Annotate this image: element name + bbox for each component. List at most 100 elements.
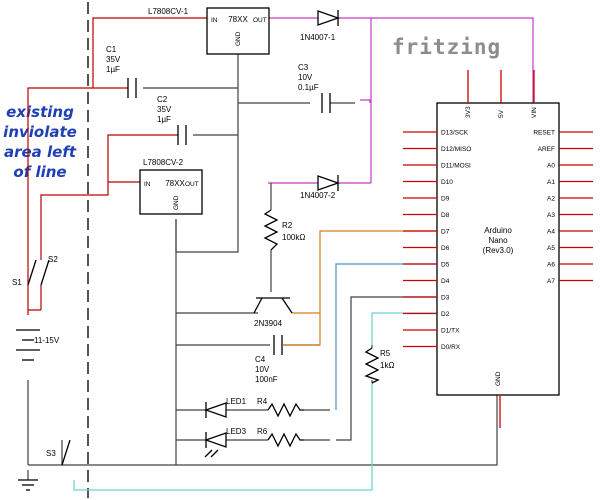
ground-symbol <box>18 479 38 491</box>
regulator-1-label: L7808CV-1 <box>148 7 189 16</box>
regulator-2-in-pin: IN <box>144 181 151 188</box>
battery: 11-15V <box>16 329 60 361</box>
switch-s1: S1 <box>12 259 37 287</box>
diode-2-label: 1N4007-2 <box>300 191 336 200</box>
arduino-pin-a7: A7 <box>547 278 555 285</box>
r6-label: R6 <box>257 427 268 436</box>
arduino-pin-d7: D7 <box>441 229 450 236</box>
diode-2: 1N4007-2 <box>300 175 340 200</box>
c1-value: 1µF <box>106 65 120 74</box>
capacitor-c2: C2 35V 1µF <box>157 95 187 145</box>
arduino-pin-d3: D3 <box>441 295 450 302</box>
arduino-pin-d2: D2 <box>441 311 450 318</box>
led-1: LED1 <box>204 397 247 418</box>
regulator-2-label: L7808CV-2 <box>143 158 184 167</box>
c3-value: 0.1µF <box>298 83 319 92</box>
resistor-r6: R6 <box>257 427 304 448</box>
s3-label: S3 <box>46 449 56 458</box>
resistor-r5: R5 1kΩ <box>364 347 394 384</box>
arduino-pin-5v: 5V <box>498 109 505 118</box>
transistor-2n3904: 2N3904 <box>253 297 293 328</box>
c3-label: C3 <box>298 63 309 72</box>
resistor-r4: R4 <box>257 397 304 418</box>
regulator-1-in-pin: IN <box>211 17 218 24</box>
arduino-pin-d8: D8 <box>441 212 450 219</box>
arduino-nano: Arduino Nano (Rev3.0) GND D13/SCK D12/MIS… <box>403 70 593 428</box>
switch-s3: S3 <box>46 439 71 466</box>
arduino-pin-a5: A5 <box>547 245 555 252</box>
arduino-pin-d11-mosi: D11/MOSI <box>441 163 471 170</box>
annotation-line-1: existing <box>6 103 74 121</box>
regulator-2-body-text: 78XX <box>165 179 185 188</box>
transistor-label: 2N3904 <box>254 319 283 328</box>
arduino-pin-reset: RESET <box>533 130 555 137</box>
arduino-pin-a6: A6 <box>547 262 555 269</box>
capacitor-c4: C4 10V 100nF <box>255 335 283 384</box>
battery-label: 11-15V <box>34 336 60 345</box>
annotation-line-4: of line <box>13 163 66 181</box>
regulator-2-gnd-pin: GND <box>173 195 180 210</box>
regulator-1-body <box>206 7 270 55</box>
annotation-line-3: area left <box>4 143 77 161</box>
r2-value: 100kΩ <box>282 233 305 242</box>
arduino-pin-d6: D6 <box>441 245 450 252</box>
arduino-title-2: Nano <box>488 236 508 245</box>
c4-voltage: 10V <box>255 365 270 374</box>
regulator-2: L7808CV-2 78XX IN OUT GND <box>139 158 203 215</box>
r5-label: R5 <box>380 349 391 358</box>
c3-voltage: 10V <box>298 73 313 82</box>
c2-label: C2 <box>157 95 168 104</box>
switch-s2: S2 <box>40 255 58 286</box>
c1-label: C1 <box>106 45 117 54</box>
fritzing-logo: fritzing <box>392 35 501 59</box>
wires <box>27 17 534 491</box>
s1-label: S1 <box>12 278 22 287</box>
c4-value: 100nF <box>255 375 278 384</box>
arduino-gnd-pin: GND <box>495 371 502 386</box>
led1-label: LED1 <box>226 397 247 406</box>
regulator-2-body <box>139 169 203 215</box>
arduino-pin-a0: A0 <box>547 163 555 170</box>
arduino-pin-vin: VIN <box>531 107 538 118</box>
arduino-pin-3v3: 3V3 <box>465 106 472 118</box>
regulator-1-out-pin: OUT <box>253 17 267 24</box>
arduino-pin-aref: AREF <box>538 146 555 153</box>
arduino-body <box>436 102 560 396</box>
led-3: LED3 <box>204 427 247 458</box>
arduino-pin-d1-tx: D1/TX <box>441 328 460 335</box>
arduino-pin-d12-miso: D12/MISO <box>441 146 471 153</box>
c2-value: 1µF <box>157 115 171 124</box>
diode-1: 1N4007-1 <box>300 10 340 42</box>
r2-label: R2 <box>282 221 293 230</box>
r4-label: R4 <box>257 397 268 406</box>
arduino-pin-a2: A2 <box>547 196 555 203</box>
r5-value: 1kΩ <box>380 361 394 370</box>
led3-label: LED3 <box>226 427 247 436</box>
arduino-pin-a1: A1 <box>547 179 555 186</box>
arduino-pin-d0-rx: D0/RX <box>441 344 461 351</box>
regulator-1: L7808CV-1 78XX IN OUT GND <box>148 7 270 55</box>
s2-label: S2 <box>48 255 58 264</box>
regulator-2-out-pin: OUT <box>185 181 199 188</box>
arduino-pin-d9: D9 <box>441 196 450 203</box>
c1-voltage: 35V <box>106 55 121 64</box>
c4-label: C4 <box>255 355 266 364</box>
annotation-line-2: inviolate <box>3 123 77 141</box>
c2-voltage: 35V <box>157 105 172 114</box>
arduino-pin-d4: D4 <box>441 278 450 285</box>
capacitor-c1: C1 35V 1µF <box>106 45 137 98</box>
regulator-1-gnd-pin: GND <box>235 31 242 46</box>
capacitor-c3: C3 10V 0.1µF <box>298 63 331 113</box>
resistor-r2: R2 100kΩ <box>263 209 305 251</box>
arduino-pin-d10: D10 <box>441 179 453 186</box>
diode-1-label: 1N4007-1 <box>300 33 336 42</box>
arduino-pin-a3: A3 <box>547 212 555 219</box>
regulator-1-body-text: 78XX <box>228 15 248 24</box>
arduino-title-1: Arduino <box>484 226 512 235</box>
arduino-pin-a4: A4 <box>547 229 555 236</box>
arduino-pin-d5: D5 <box>441 262 450 269</box>
arduino-title-3: (Rev3.0) <box>483 246 514 255</box>
arduino-pin-d13-sck: D13/SCK <box>441 130 469 137</box>
